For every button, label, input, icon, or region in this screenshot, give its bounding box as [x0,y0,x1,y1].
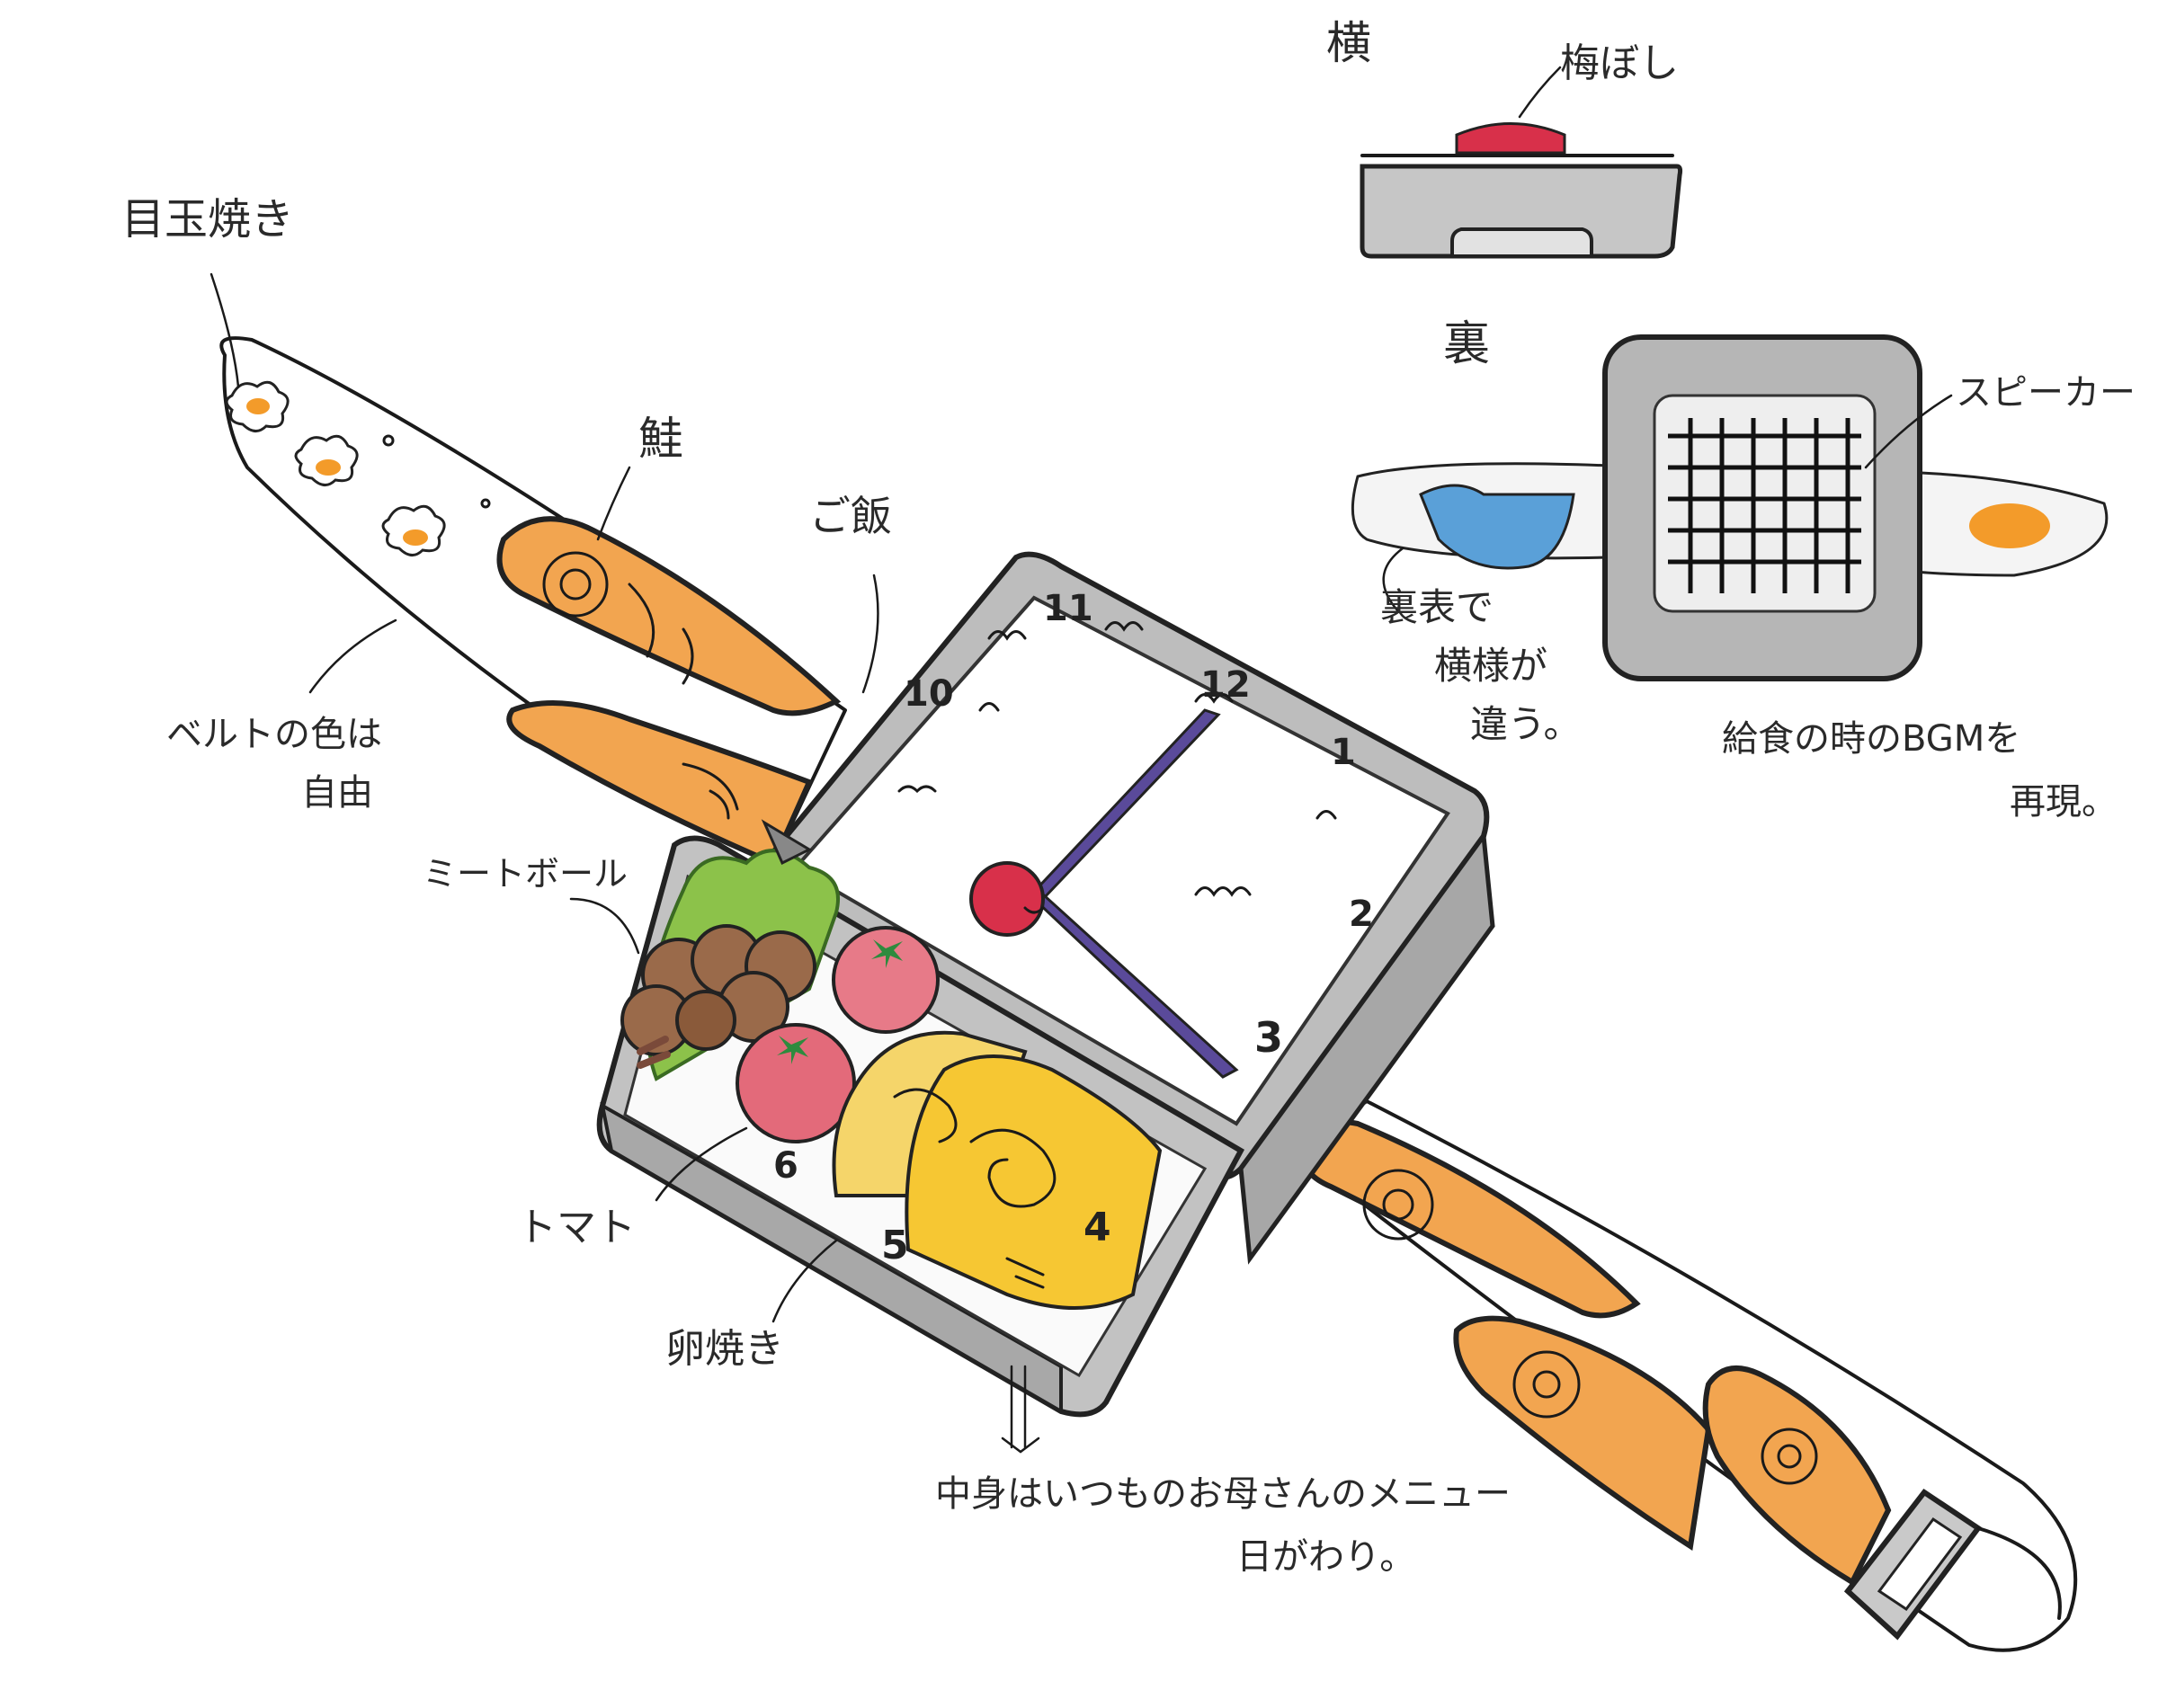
salmon-piece [496,516,842,716]
rice-dial [792,595,1450,1126]
dial-number: 11 [1043,588,1093,629]
salmon-piece [506,700,814,867]
side-view-label: 横 [1326,17,1371,69]
lower-belt [1293,1099,2078,1652]
fried-egg-icon [294,434,359,486]
bgm-note-line: 給食の時のBGMを [1722,718,2020,760]
pattern-note-line: 横様が [1434,644,1547,688]
upper-belt [219,336,847,867]
rice-texture [897,621,1337,897]
contents-note-line: 日がわり。 [1236,1536,1415,1578]
umeboshi-center-cap [969,861,1045,937]
dial-number: 3 [1254,1013,1283,1062]
back-view-label: 裏 [1443,317,1490,371]
tomato-label: トマト [517,1205,636,1250]
salmon-piece [1453,1315,1712,1551]
belt-note-line: 自由 [301,772,373,814]
dial-number: 10 [904,673,954,715]
tomato [736,1023,856,1143]
speaker-label: スピーカー [1956,372,2136,414]
umeboshi-label: 梅ぼし [1560,40,1679,86]
fried-egg-icon [1969,503,2050,548]
salmon-label: 鮭 [638,413,683,465]
tomato [832,926,940,1034]
rice-label: ご飯 [809,492,892,540]
dial-number: 4 [1083,1205,1111,1250]
fried-egg-icon [225,380,290,432]
tamagoyaki-label: 卵焼き [665,1326,784,1372]
contents-note-line: 中身はいつものお母さんのメニュー [935,1473,1511,1515]
side-view [1360,66,1683,259]
salmon-piece [1300,1119,1641,1319]
bgm-note-line: 再現。 [2010,781,2118,823]
pattern-note-line: 違う。 [1470,702,1581,746]
tamagoyaki [832,1030,1163,1310]
dial-number: 2 [1349,894,1374,935]
back-view [1351,334,2109,681]
salmon-piece [1702,1366,1892,1587]
dial-number: 12 [1200,664,1251,706]
watch-case: 12 1 2 3 4 5 6 10 11 [596,551,1495,1418]
dial-number: 5 [881,1223,909,1268]
meatball-label: ミートボール [423,854,628,894]
belt-buckle [1843,1488,2062,1641]
fried-egg-label: 目玉焼き [121,194,294,245]
pattern-note-line: 裏表で [1380,585,1494,629]
speaker-grille [1668,418,1861,593]
dial-number: 6 [773,1145,798,1187]
dial-number: 1 [1331,732,1356,773]
belt-note-line: ベルトの色は [166,714,382,755]
fried-egg-icon [381,504,446,556]
